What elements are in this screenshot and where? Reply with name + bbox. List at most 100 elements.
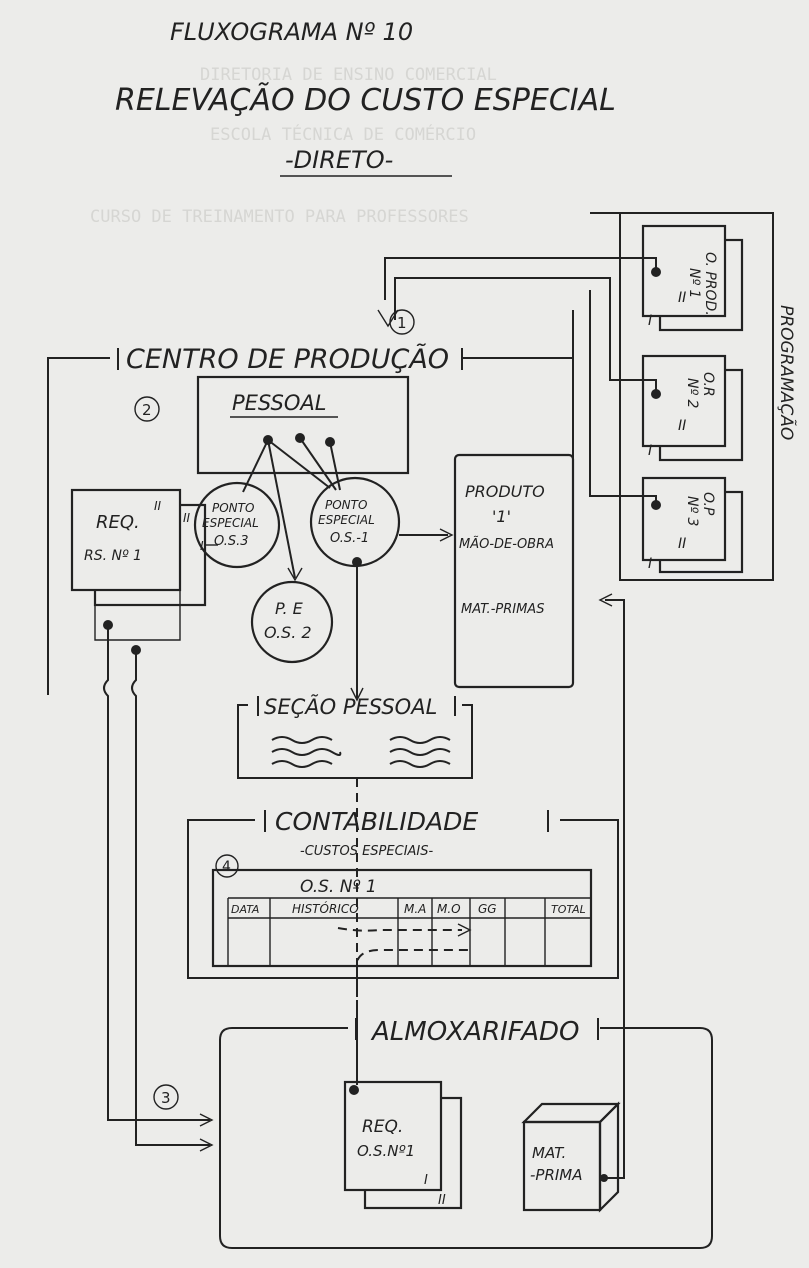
order-card-front <box>641 476 727 562</box>
almoxarifado: ALMOXARIFADO 3 REQ. O.S.Nº1 I II MAT. -P… <box>153 593 713 1249</box>
order-card-copy-a: II <box>678 418 686 434</box>
scribble <box>389 760 451 768</box>
ghost-line: DIRETORIA DE ENSINO COMERCIAL <box>200 65 497 85</box>
connector <box>394 277 657 394</box>
title-line-1: FLUXOGRAMA Nº 10 <box>170 18 413 46</box>
programacao-bracket <box>590 212 774 581</box>
secao-bracket <box>237 704 473 779</box>
connector <box>131 650 210 1146</box>
dashed-arrow <box>356 778 470 1000</box>
dashed-arrow <box>337 927 462 932</box>
pessoal-arrows <box>242 437 341 582</box>
req-side-line <box>94 560 181 641</box>
order-card-copy-b: I <box>648 443 652 459</box>
contabilidade-label: CONTABILIDADE <box>275 807 478 836</box>
centro-producao-label: CENTRO DE PRODUÇÃO <box>126 343 449 375</box>
ponto-line: ESPECIAL <box>318 513 375 527</box>
contab-bracket <box>187 819 619 979</box>
table-header: TOTAL <box>551 903 586 916</box>
marker-4: 4 <box>215 854 239 878</box>
marker-circle <box>134 396 160 422</box>
req-line: O.S.Nº1 <box>357 1142 415 1160</box>
arrowhead <box>439 528 454 542</box>
arrowhead <box>377 309 399 328</box>
title-line-2: RELEVAÇÃO DO CUSTO ESPECIAL <box>115 82 616 118</box>
programacao-label: PROGRAMAÇÃO <box>776 305 798 440</box>
arrow-line <box>299 437 337 491</box>
order-card-line2: Nº 1 <box>686 268 702 298</box>
centro-right-line <box>462 310 574 359</box>
order-card-line1: O. PROD. <box>702 252 718 316</box>
table-header: GG <box>478 902 497 916</box>
centro-left-line <box>47 357 110 695</box>
req-line: REQ. <box>96 512 140 533</box>
req-line: REQ. <box>362 1117 403 1137</box>
produto-line: MÃO-DE-OBRA <box>459 536 554 552</box>
marker-circle <box>389 309 415 335</box>
arrowhead <box>350 687 364 702</box>
produto-line: MAT.-PRIMAS <box>461 602 544 617</box>
req-copy-ii-side: II <box>183 511 191 525</box>
req-copy-ii: II <box>154 499 162 513</box>
os-table <box>211 868 593 968</box>
ponto-circle <box>250 580 334 664</box>
produto-line: PRODUTO <box>465 482 545 501</box>
produto-line: '1' <box>492 507 511 526</box>
req-block-centro: REQ. RS. Nº 1 II II I <box>70 488 218 655</box>
marker-number: 2 <box>142 401 152 419</box>
ponto-line: O.S.3 <box>214 534 249 549</box>
order-card: O. PROD. Nº 1 II I <box>641 224 744 332</box>
order-card: O.P Nº 3 II I <box>641 476 744 574</box>
marker-circle <box>215 854 239 878</box>
arrowhead <box>457 923 472 937</box>
req-copy-i: I <box>200 539 204 553</box>
ponto-line: O.S.-1 <box>330 531 369 546</box>
marker-number: 4 <box>222 859 231 875</box>
ponto-especial-1: PONTO ESPECIAL O.S.-1 <box>309 476 454 568</box>
pessoal-block: PESSOAL <box>196 375 410 475</box>
req-copy-ii: II <box>438 1193 446 1208</box>
req-front <box>70 488 182 592</box>
secao-pessoal: SEÇÃO PESSOAL <box>237 693 473 779</box>
mat-prima-connector <box>604 599 625 1179</box>
req-front <box>343 1080 443 1192</box>
os-table-title: O.S. Nº 1 <box>300 877 377 897</box>
arrow-line <box>267 439 296 579</box>
table-header: M.O <box>437 902 461 916</box>
table-header: DATA <box>231 903 259 916</box>
req-copy-i: I <box>424 1173 428 1188</box>
programacao-block: PROGRAMAÇÃO O. PROD. Nº 1 II I O.R Nº 2 … <box>590 212 798 581</box>
marker-circle <box>153 1084 179 1110</box>
marker-2: 2 <box>134 396 160 422</box>
title-line-3: -DIRETO- <box>285 146 393 174</box>
ponto-especial-3: PONTO ESPECIAL O.S.3 <box>193 481 281 569</box>
marker-number: 3 <box>161 1089 171 1107</box>
contabilidade-sub: -CUSTOS ESPECIAIS- <box>300 844 434 859</box>
order-connectors <box>377 257 657 505</box>
req-dot <box>349 1085 359 1095</box>
req-line: RS. Nº 1 <box>84 548 142 564</box>
mat-prima-front <box>522 1120 602 1212</box>
connector <box>384 257 657 300</box>
scribble <box>271 736 333 744</box>
almoxarifado-label: ALMOXARIFADO <box>370 1017 580 1047</box>
arrowhead <box>199 1138 214 1152</box>
title-block: FLUXOGRAMA Nº 10 RELEVAÇÃO DO CUSTO ESPE… <box>115 18 616 177</box>
mat-prima-side <box>598 1101 620 1213</box>
order-card-line2: Nº 2 <box>684 378 700 409</box>
order-card-line2: Nº 3 <box>684 496 700 526</box>
ponto-line: ESPECIAL <box>202 516 259 530</box>
pessoal-box <box>196 375 410 475</box>
order-card: O.R Nº 2 II I <box>641 354 744 462</box>
order-card-line1: O.R <box>700 372 716 397</box>
order-card-copy-b: I <box>648 313 652 329</box>
ponto-circle <box>193 481 281 569</box>
table-header: M.A <box>404 902 426 916</box>
scribble <box>389 748 451 756</box>
contabilidade: CONTABILIDADE -CUSTOS ESPECIAIS- 4 O.S. … <box>187 778 619 1000</box>
marker-1: 1 <box>389 309 415 335</box>
connector <box>589 290 657 505</box>
arrow-line <box>267 439 331 489</box>
ghost-line: CURSO DE TREINAMENTO PARA PROFESSORES <box>90 207 469 227</box>
